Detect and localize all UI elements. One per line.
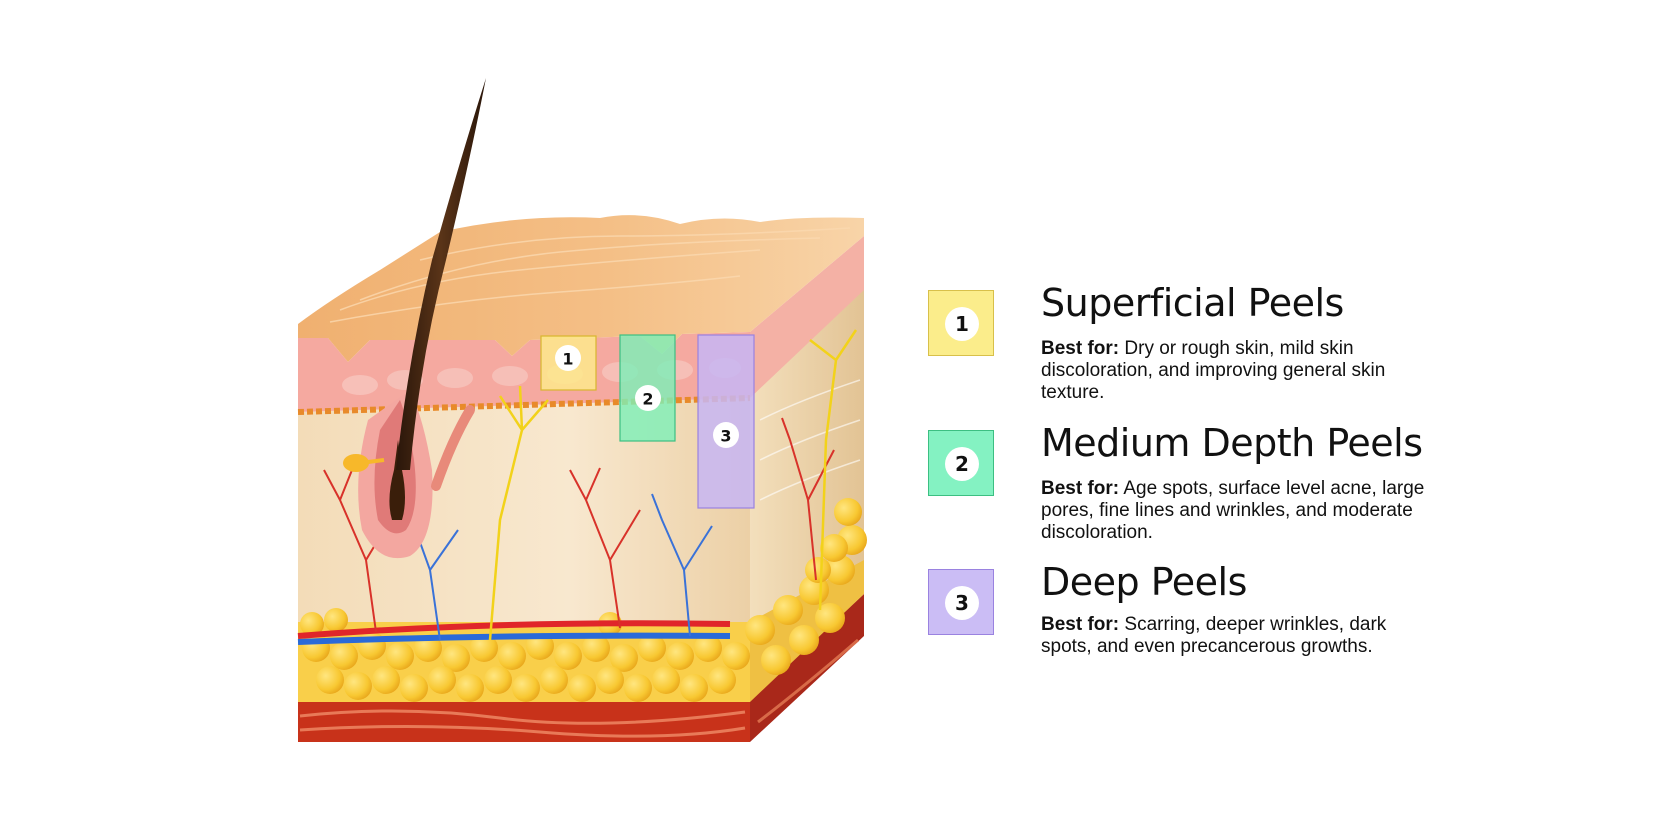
legend-number-1: 1: [945, 307, 979, 341]
legend-item-superficial: 1 Superficial Peels Best for: Dry or rou…: [928, 281, 1488, 420]
legend-swatch-1: 1: [928, 290, 994, 356]
best-for-label: Best for:: [1041, 478, 1120, 499]
artery: [297, 620, 731, 639]
legend-desc-text: Dry or rough skin, mild skin discolorati…: [1041, 338, 1386, 403]
best-for-label: Best for:: [1041, 614, 1120, 635]
legend-item-medium: 2 Medium Depth Peels Best for: Age spots…: [928, 421, 1488, 560]
peel-marker-2: 2: [619, 334, 676, 442]
peel-marker-2-number: 2: [642, 390, 653, 409]
legend-swatch-2: 2: [928, 430, 994, 496]
peel-marker-3-number: 3: [720, 427, 731, 446]
legend-number-3: 3: [945, 586, 979, 620]
legend-number-2: 2: [945, 447, 979, 481]
best-for-label: Best for:: [1041, 338, 1120, 359]
peel-marker-1: 1: [540, 335, 597, 391]
legend-title-superficial: Superficial Peels: [1041, 281, 1344, 325]
legend-swatch-3: 3: [928, 569, 994, 635]
hair-shaft: [396, 78, 486, 470]
legend-desc-text: Scarring, deeper wrinkles, dark spots, a…: [1041, 614, 1387, 657]
legend-desc-superficial: Best for: Dry or rough skin, mild skin d…: [1041, 338, 1436, 404]
legend-title-medium: Medium Depth Peels: [1041, 421, 1423, 465]
fat-cells: [300, 498, 867, 702]
legend-desc-medium: Best for: Age spots, surface level acne,…: [1041, 478, 1436, 544]
arrector-muscle: [431, 405, 475, 491]
peel-marker-3: 3: [697, 334, 755, 509]
peel-markers: 1 2 3: [540, 334, 755, 509]
vein: [297, 632, 731, 645]
legend-title-deep: Deep Peels: [1041, 560, 1247, 604]
skin-block: [297, 78, 867, 742]
legend-desc-text: Age spots, surface level acne, large por…: [1041, 478, 1425, 543]
legend-desc-deep: Best for: Scarring, deeper wrinkles, dar…: [1041, 614, 1436, 658]
legend-item-deep: 3 Deep Peels Best for: Scarring, deeper …: [928, 560, 1488, 699]
peel-marker-1-number: 1: [562, 350, 573, 369]
sebaceous-gland: [343, 454, 369, 472]
